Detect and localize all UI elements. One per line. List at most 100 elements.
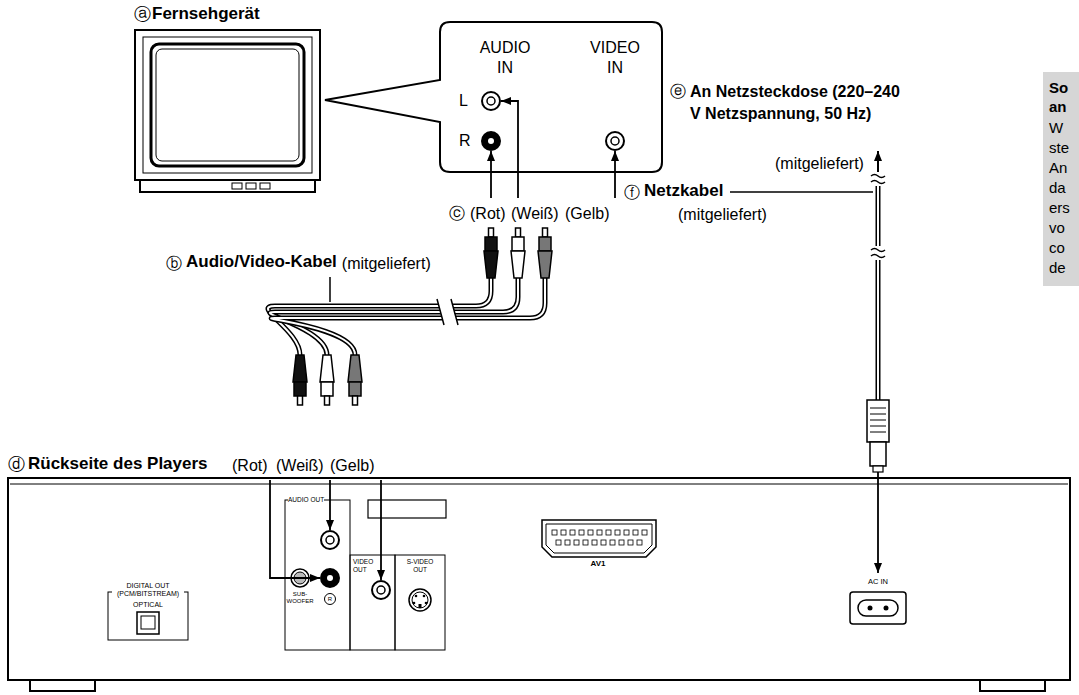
color-label: (Gelb) — [565, 204, 609, 223]
drawing-part — [556, 540, 561, 545]
drawing-part — [151, 44, 304, 166]
drawing-part — [425, 602, 428, 605]
drawing-part — [542, 520, 656, 557]
power-socket: AC IN — [842, 574, 914, 630]
drawing-part — [325, 396, 330, 405]
player-end-plugs — [293, 355, 362, 405]
drawing-part — [325, 594, 336, 605]
color-label: (Gelb) — [330, 456, 374, 475]
av-cable — [268, 277, 545, 355]
socket-label: AC IN — [856, 577, 900, 587]
drawing-part — [512, 237, 524, 251]
channel-label: L — [459, 91, 468, 111]
drawing-part — [601, 540, 606, 545]
drawing-part — [588, 530, 593, 535]
scart-socket: AV1 — [538, 516, 660, 574]
drawing-part — [870, 442, 886, 466]
drawing-part — [260, 183, 270, 189]
part-label: Netzkabel — [644, 181, 723, 201]
part-label: An Netzsteckdose (220–240 V Netzspannung… — [690, 81, 905, 125]
drawing-part — [876, 260, 881, 400]
drawing-part — [285, 500, 350, 650]
drawing-part — [294, 382, 306, 396]
drawing-part — [511, 251, 525, 278]
drawing-part — [321, 569, 339, 587]
drawing-part — [246, 183, 256, 189]
drawing-part — [30, 680, 1045, 691]
drawing-part — [270, 480, 320, 578]
drawing-part — [353, 396, 358, 405]
drawing-part — [349, 382, 361, 396]
drawing-part — [321, 531, 339, 549]
drawing-part — [8, 478, 1070, 680]
drawing-part — [606, 530, 611, 535]
drawing-part — [156, 49, 299, 161]
audio-out-panel-outline — [283, 494, 353, 652]
drawing-part — [642, 530, 647, 535]
color-label: (Rot) — [232, 456, 268, 475]
drawing-part — [490, 151, 492, 198]
drawing-part — [412, 592, 428, 608]
drawing-part — [348, 355, 362, 382]
drawing-part — [325, 22, 662, 172]
part-heading: Fernsehgerät — [152, 4, 260, 24]
drawing-part — [516, 228, 521, 237]
socket-label: AUDIO OUT — [288, 496, 324, 504]
socket-label: S-VIDEO OUT — [404, 558, 436, 573]
drawing-part — [482, 92, 500, 110]
drawing-part — [871, 175, 885, 184]
drawing-part — [546, 524, 652, 553]
color-label: (Weiß) — [276, 456, 324, 475]
drawing-part — [873, 466, 883, 472]
drawing-part — [858, 600, 898, 616]
drawing-part — [884, 606, 889, 611]
drawing-part — [610, 540, 615, 545]
drawing-part — [140, 180, 315, 192]
callout-letter: ⓔ — [670, 82, 686, 101]
drawing-part — [488, 138, 494, 144]
drawing-part — [423, 595, 426, 598]
jack-label: VIDEO IN — [586, 38, 644, 78]
drawing-part — [539, 237, 551, 251]
callout-letter: ⓓ — [8, 455, 25, 475]
drawing-part — [326, 536, 334, 544]
drawing-part — [298, 396, 303, 405]
drawing-part — [415, 595, 418, 598]
drawing-part — [614, 151, 616, 198]
drawing-part — [870, 408, 886, 432]
drawing-part — [329, 277, 331, 302]
drawing-part — [611, 137, 619, 145]
tv-end-plugs — [484, 228, 552, 278]
socket-label: VIDEO OUT — [353, 558, 377, 573]
tv-set-outline — [130, 2, 326, 196]
drawing-part — [321, 382, 333, 396]
drawing-part — [232, 183, 242, 189]
supply-note: (mitgeliefert) — [678, 205, 767, 224]
drawing-part — [501, 101, 518, 198]
drawing-part — [615, 530, 620, 535]
drawing-part — [867, 400, 889, 442]
drawing-part — [320, 355, 334, 382]
drawing-part — [592, 540, 597, 545]
note-text: W ste An da ers vo co de — [1049, 118, 1079, 278]
drawing-part — [485, 237, 497, 251]
socket-label: SUB-WOOFER — [286, 591, 314, 605]
drawing-part — [606, 132, 624, 150]
video-out-panel: VIDEO OUT — [348, 553, 398, 652]
drawing-part — [271, 278, 545, 355]
player-arrows — [270, 480, 381, 580]
drawing-part — [538, 251, 552, 278]
drawing-part — [633, 530, 638, 535]
supply-note: (mitgeliefert) — [775, 154, 864, 173]
drawing-part — [409, 589, 431, 611]
color-label: (Rot) — [470, 204, 506, 223]
drawing-part — [628, 540, 633, 545]
supply-note: (mitgeliefert) — [342, 254, 431, 273]
drawing-part — [377, 586, 385, 594]
drawing-part — [368, 500, 446, 518]
drawing-part — [624, 530, 629, 535]
drawing-part — [597, 530, 602, 535]
player-rear-panel: Rückseite des PlayersDIGITAL OUT (PCM/BI… — [6, 452, 1074, 694]
drawing-part — [552, 530, 557, 535]
drawing-part — [543, 228, 548, 237]
